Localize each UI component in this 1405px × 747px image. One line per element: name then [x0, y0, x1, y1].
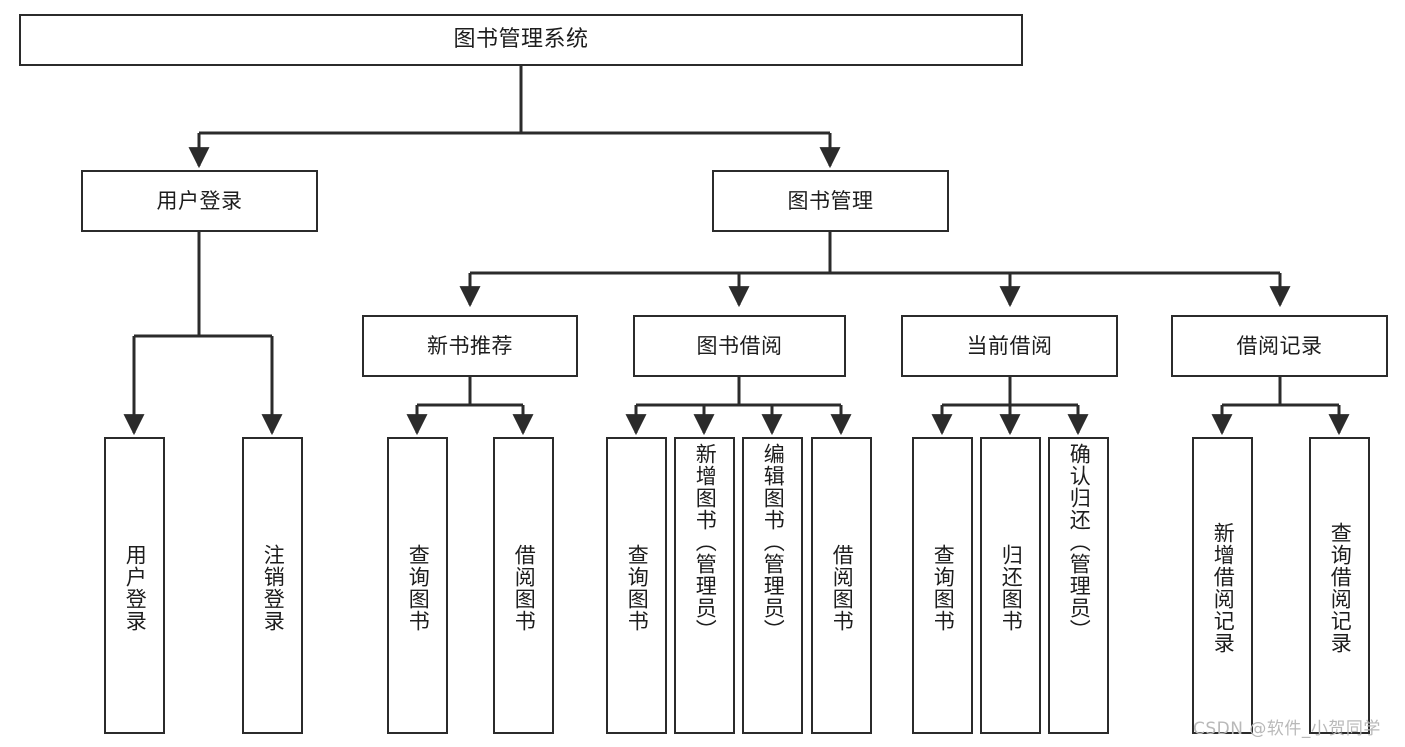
node-leaf-add-book[interactable]: 新增图书（管理员） — [674, 437, 735, 734]
node-leaf-query-record-label: 查询借阅记录 — [1328, 521, 1353, 654]
node-leaf-borrow-book-1[interactable]: 借阅图书 — [493, 437, 554, 734]
node-leaf-borrow-book-1-label: 借阅图书 — [512, 543, 537, 632]
node-leaf-user-logout-label: 注销登录 — [261, 543, 286, 632]
node-leaf-user-login[interactable]: 用户登录 — [104, 437, 165, 734]
node-leaf-query-record[interactable]: 查询借阅记录 — [1309, 437, 1370, 734]
node-leaf-confirm-return-label: 确认归还（管理员） — [1067, 443, 1092, 641]
node-leaf-edit-book[interactable]: 编辑图书（管理员） — [742, 437, 803, 734]
csdn-watermark: CSDN @软件_小贺同学 — [1193, 719, 1381, 739]
node-new-book-rec-label: 新书推荐 — [427, 333, 513, 358]
node-current-borrow-label: 当前借阅 — [966, 333, 1053, 358]
node-leaf-return-book-label: 归还图书 — [999, 543, 1024, 632]
node-leaf-query-book-3-label: 查询图书 — [931, 543, 956, 632]
node-leaf-add-record-label: 新增借阅记录 — [1211, 521, 1236, 654]
node-book-manage[interactable]: 图书管理 — [712, 170, 949, 232]
node-user-login[interactable]: 用户登录 — [81, 170, 318, 232]
node-leaf-borrow-book-2-label: 借阅图书 — [830, 543, 855, 632]
node-leaf-add-book-label: 新增图书（管理员） — [693, 443, 718, 641]
node-leaf-add-record[interactable]: 新增借阅记录 — [1192, 437, 1253, 734]
node-leaf-query-book-1[interactable]: 查询图书 — [387, 437, 448, 734]
node-user-login-label: 用户登录 — [156, 188, 243, 213]
node-leaf-user-logout[interactable]: 注销登录 — [242, 437, 303, 734]
node-leaf-edit-book-label: 编辑图书（管理员） — [761, 443, 786, 641]
node-root[interactable]: 图书管理系统 — [19, 14, 1023, 66]
node-leaf-return-book[interactable]: 归还图书 — [980, 437, 1041, 734]
node-leaf-query-book-1-label: 查询图书 — [406, 543, 431, 632]
node-book-manage-label: 图书管理 — [787, 188, 874, 213]
node-leaf-query-book-2-label: 查询图书 — [625, 543, 650, 632]
node-borrow-record-label: 借阅记录 — [1236, 333, 1323, 358]
node-current-borrow[interactable]: 当前借阅 — [901, 315, 1118, 377]
node-book-borrow-label: 图书借阅 — [696, 333, 783, 358]
node-leaf-confirm-return[interactable]: 确认归还（管理员） — [1048, 437, 1109, 734]
node-new-book-rec[interactable]: 新书推荐 — [362, 315, 578, 377]
node-leaf-query-book-3[interactable]: 查询图书 — [912, 437, 973, 734]
node-leaf-user-login-label: 用户登录 — [123, 543, 148, 632]
node-borrow-record[interactable]: 借阅记录 — [1171, 315, 1388, 377]
node-book-borrow[interactable]: 图书借阅 — [633, 315, 846, 377]
node-root-label: 图书管理系统 — [453, 27, 589, 53]
node-leaf-borrow-book-2[interactable]: 借阅图书 — [811, 437, 872, 734]
node-leaf-query-book-2[interactable]: 查询图书 — [606, 437, 667, 734]
